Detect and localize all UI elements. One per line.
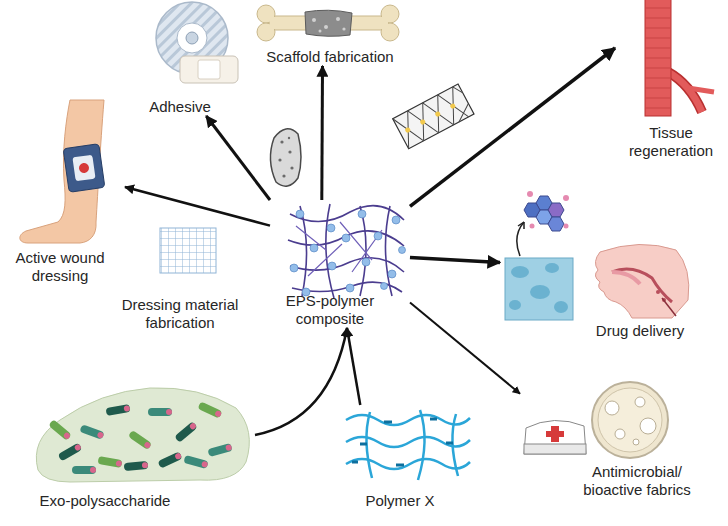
node-text-group: Active wound dressing bbox=[4, 249, 116, 285]
node-label: Exo-polysaccharide bbox=[25, 492, 185, 510]
node-text-group: Scaffold fabrication bbox=[255, 48, 405, 66]
scaffold-blob bbox=[270, 129, 301, 186]
network-dots bbox=[290, 210, 406, 296]
node-label: Active wound dressing bbox=[4, 249, 116, 285]
adhesive-icon bbox=[156, 2, 238, 83]
vessel-icon bbox=[645, 0, 714, 116]
node-label: Polymer X bbox=[345, 492, 455, 510]
node-label: Antimicrobial/ bioactive fabrics bbox=[572, 463, 702, 499]
node-label: Dressing material fabrication bbox=[105, 296, 255, 332]
node-text-group: EPS-polymer composite bbox=[275, 292, 385, 328]
bone-icon bbox=[257, 5, 399, 41]
node-label: Drug delivery bbox=[580, 322, 700, 340]
connector-arrow bbox=[347, 328, 360, 405]
mesh-icon bbox=[160, 228, 216, 273]
leg-icon bbox=[20, 100, 105, 243]
node-text-group: Adhesive bbox=[135, 98, 225, 116]
node-label: Tissue regeneration bbox=[617, 124, 725, 160]
bacteria-rods bbox=[48, 401, 232, 474]
illustrated-node: Drug delivery bbox=[500, 185, 710, 340]
illustrated-node: Antimicrobial/ bioactive fabrics bbox=[520, 382, 720, 499]
node-label: Adhesive bbox=[135, 98, 225, 116]
connector-arrow bbox=[410, 258, 500, 263]
node-text-group: Exo-polysaccharide bbox=[25, 492, 185, 510]
connector-arrow bbox=[206, 116, 270, 200]
polymer-icon bbox=[346, 410, 470, 480]
illustrated-node: Polymer X bbox=[340, 405, 475, 510]
illustrated-node: Active wound dressing bbox=[5, 100, 125, 285]
network-icon bbox=[288, 204, 404, 298]
connector-arrow bbox=[410, 302, 520, 393]
connector-arrow bbox=[320, 66, 324, 200]
connector-arrow bbox=[125, 187, 270, 226]
biofilm-blob bbox=[36, 388, 249, 482]
stent-icon bbox=[393, 84, 474, 149]
node-label: EPS-polymer composite bbox=[275, 292, 385, 328]
drug-icon bbox=[505, 191, 689, 320]
node-label: Scaffold fabrication bbox=[255, 48, 405, 66]
node-text-group: Dressing material fabrication bbox=[105, 296, 255, 332]
node-text-group: Polymer X bbox=[345, 492, 455, 510]
illustrated-node: Dressing material fabrication bbox=[120, 222, 270, 332]
illustrated-node: Adhesive bbox=[135, 2, 230, 116]
connector-arrow bbox=[255, 328, 347, 435]
connector-arrow bbox=[410, 48, 615, 206]
illustrated-node: Tissue regeneration bbox=[615, 0, 727, 160]
illustrated-node: Scaffold fabrication bbox=[255, 0, 405, 66]
illustrated-node: EPS-polymer composite bbox=[270, 200, 410, 328]
node-text-group: Drug delivery bbox=[580, 322, 700, 340]
node-text-group: Antimicrobial/ bioactive fabrics bbox=[572, 463, 702, 499]
antimicrobial-icon bbox=[524, 382, 668, 458]
illustrated-node: Exo-polysaccharide bbox=[25, 385, 255, 510]
node-text-group: Tissue regeneration bbox=[617, 124, 725, 160]
